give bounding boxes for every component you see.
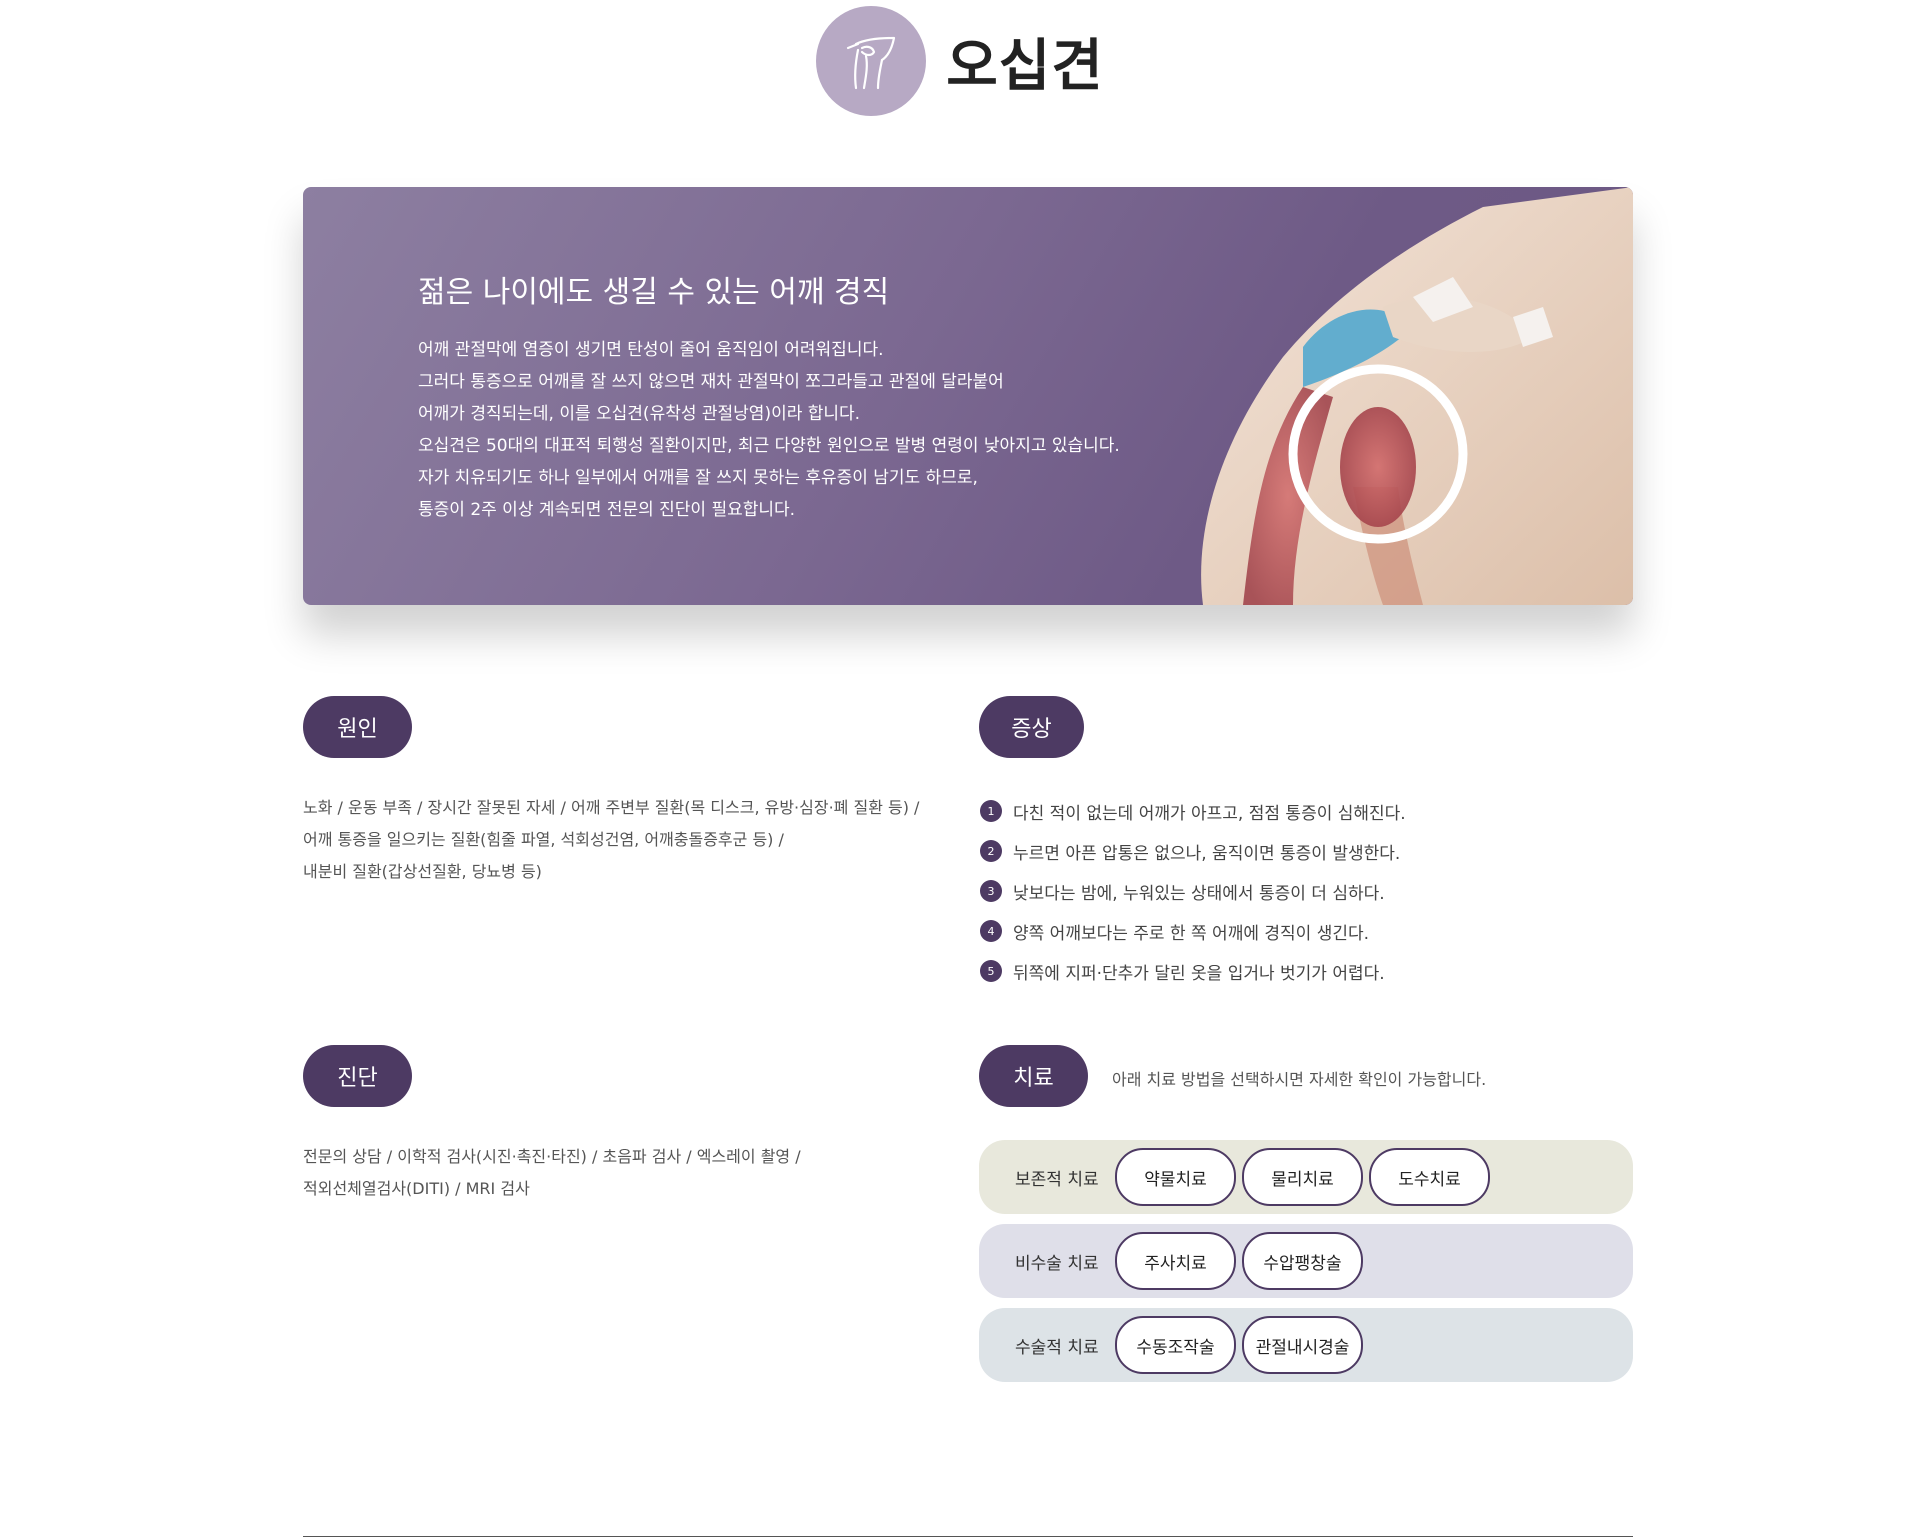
shoulder-joint-icon bbox=[816, 6, 927, 116]
diagnosis-badge: 진단 bbox=[303, 1045, 412, 1107]
symptom-text: 낮보다는 밤에, 누워있는 상태에서 통증이 더 심하다. bbox=[1013, 883, 1385, 904]
cause-description: 노화 / 운동 부족 / 장시간 잘못된 자세 / 어깨 주변부 질환(목 디스… bbox=[303, 792, 919, 888]
hydrodilatation-button[interactable]: 수압팽창술 bbox=[1242, 1232, 1363, 1290]
manual-therapy-button[interactable]: 도수치료 bbox=[1369, 1148, 1490, 1206]
physical-therapy-button[interactable]: 물리치료 bbox=[1242, 1148, 1363, 1206]
diagnosis-description: 전문의 상담 / 이학적 검사(시진·촉진·타진) / 초음파 검사 / 엑스레… bbox=[303, 1141, 801, 1205]
list-item: 1 다친 적이 없는데 어깨가 아프고, 점점 통증이 심해진다. bbox=[980, 791, 1406, 831]
manipulation-button[interactable]: 수동조작술 bbox=[1115, 1316, 1236, 1374]
treatment-row-conservative: 보존적 치료 약물치료 물리치료 도수치료 bbox=[979, 1140, 1633, 1214]
arthroscopy-button[interactable]: 관절내시경술 bbox=[1242, 1316, 1363, 1374]
cause-line: 내분비 질환(갑상선질환, 당뇨병 등) bbox=[303, 862, 542, 881]
cause-badge: 원인 bbox=[303, 696, 412, 758]
shoulder-anatomy-illustration bbox=[1201, 187, 1633, 605]
treatment-row-label: 수술적 치료 bbox=[1015, 1337, 1099, 1358]
number-badge: 1 bbox=[980, 800, 1002, 822]
banner-line: 통증이 2주 이상 계속되면 전문의 진단이 필요합니다. bbox=[418, 500, 796, 520]
page-title: 오십견 bbox=[946, 32, 1104, 99]
banner-line: 자가 치유되기도 하나 일부에서 어깨를 잘 쓰지 못하는 후유증이 남기도 하… bbox=[418, 468, 978, 488]
treatment-row-surgical: 수술적 치료 수동조작술 관절내시경술 bbox=[979, 1308, 1633, 1382]
number-badge: 3 bbox=[980, 880, 1002, 902]
cause-line: 어깨 통증을 일으키는 질환(힘줄 파열, 석회성건염, 어깨충돌증후군 등) … bbox=[303, 830, 784, 849]
medication-treatment-button[interactable]: 약물치료 bbox=[1115, 1148, 1236, 1206]
treatment-row-nonsurgical: 비수술 치료 주사치료 수압팽창술 bbox=[979, 1224, 1633, 1298]
treatment-badge: 치료 bbox=[979, 1045, 1088, 1107]
banner-line: 어깨 관절막에 염증이 생기면 탄성이 줄어 움직임이 어려워집니다. bbox=[418, 340, 884, 360]
banner-description: 어깨 관절막에 염증이 생기면 탄성이 줄어 움직임이 어려워집니다. 그러다 … bbox=[418, 334, 1120, 526]
number-badge: 2 bbox=[980, 840, 1002, 862]
treatment-row-label: 비수술 치료 bbox=[1015, 1253, 1099, 1274]
symptom-text: 누르면 아픈 압통은 없으나, 움직이면 통증이 발생한다. bbox=[1013, 843, 1401, 864]
page-header: 오십견 bbox=[0, 6, 1920, 116]
intro-banner: 젊은 나이에도 생길 수 있는 어깨 경직 어깨 관절막에 염증이 생기면 탄성… bbox=[303, 187, 1633, 605]
diagnosis-line: 적외선체열검사(DITI) / MRI 검사 bbox=[303, 1179, 530, 1198]
list-item: 3 낮보다는 밤에, 누워있는 상태에서 통증이 더 심하다. bbox=[980, 871, 1406, 911]
list-item: 5 뒤쪽에 지퍼·단추가 달린 옷을 입거나 벗기가 어렵다. bbox=[980, 951, 1406, 991]
treatment-row-label: 보존적 치료 bbox=[1015, 1169, 1099, 1190]
symptom-text: 뒤쪽에 지퍼·단추가 달린 옷을 입거나 벗기가 어렵다. bbox=[1013, 963, 1385, 984]
symptom-text: 다친 적이 없는데 어깨가 아프고, 점점 통증이 심해진다. bbox=[1013, 803, 1406, 824]
number-badge: 5 bbox=[980, 960, 1002, 982]
symptom-badge: 증상 bbox=[979, 696, 1084, 758]
banner-heading: 젊은 나이에도 생길 수 있는 어깨 경직 bbox=[418, 275, 890, 310]
banner-line: 오십견은 50대의 대표적 퇴행성 질환이지만, 최근 다양한 원인으로 발병 … bbox=[418, 436, 1120, 456]
treatment-note: 아래 치료 방법을 선택하시면 자세한 확인이 가능합니다. bbox=[1112, 1070, 1487, 1089]
banner-line: 그러다 통증으로 어깨를 잘 쓰지 않으면 재차 관절막이 쪼그라들고 관절에 … bbox=[418, 372, 1004, 392]
cause-line: 노화 / 운동 부족 / 장시간 잘못된 자세 / 어깨 주변부 질환(목 디스… bbox=[303, 798, 920, 817]
list-item: 4 양쪽 어깨보다는 주로 한 쪽 어깨에 경직이 생긴다. bbox=[980, 911, 1406, 951]
symptom-text: 양쪽 어깨보다는 주로 한 쪽 어깨에 경직이 생긴다. bbox=[1013, 923, 1370, 944]
injection-treatment-button[interactable]: 주사치료 bbox=[1115, 1232, 1236, 1290]
number-badge: 4 bbox=[980, 920, 1002, 942]
banner-line: 어깨가 경직되는데, 이를 오십견(유착성 관절낭염)이라 합니다. bbox=[418, 404, 861, 424]
diagnosis-line: 전문의 상담 / 이학적 검사(시진·촉진·타진) / 초음파 검사 / 엑스레… bbox=[303, 1147, 801, 1166]
symptom-list: 1 다친 적이 없는데 어깨가 아프고, 점점 통증이 심해진다. 2 누르면 아픈… bbox=[980, 791, 1406, 991]
list-item: 2 누르면 아픈 압통은 없으나, 움직이면 통증이 발생한다. bbox=[980, 831, 1406, 871]
